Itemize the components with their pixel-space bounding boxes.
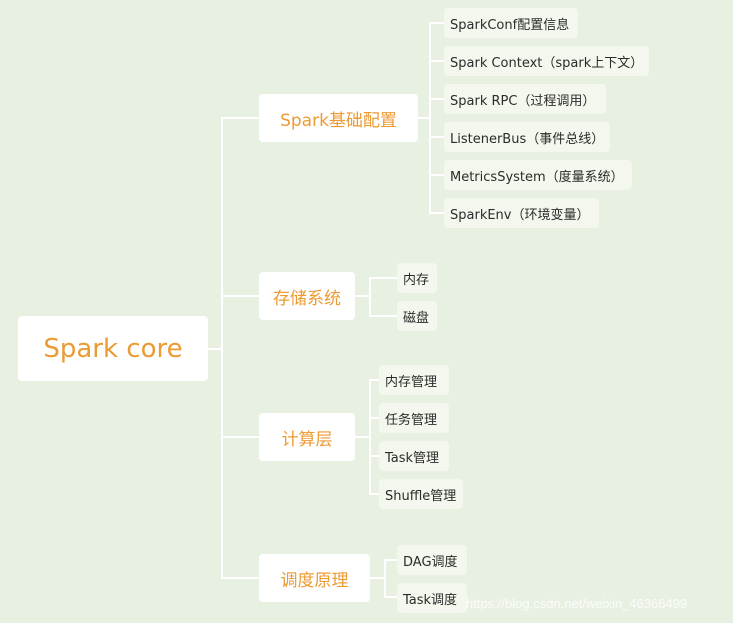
leaf-task-scheduling: Task调度: [397, 583, 467, 613]
leaf-label: Spark RPC（过程调用）: [450, 93, 596, 109]
watermark-text: https://blog.csdn.net/weixin_46366499: [466, 596, 688, 611]
branch-storage: 存储系统: [259, 272, 355, 320]
leaf-dag-scheduling: DAG调度: [397, 545, 467, 575]
leaf-label: SparkConf配置信息: [450, 17, 570, 33]
branch-label: 存储系统: [273, 288, 341, 309]
leaf-label: Spark Context（spark上下文）: [450, 55, 644, 71]
leaf-memory-management: 内存管理: [379, 365, 449, 395]
branch-label: 调度原理: [280, 570, 349, 591]
leaf-label: 内存: [403, 272, 430, 288]
leaf-label: 内存管理: [385, 374, 438, 390]
leaf-metricssystem: MetricsSystem（度量系统）: [444, 160, 632, 190]
leaf-label: Task调度: [403, 592, 458, 608]
branch-scheduling: 调度原理: [259, 554, 370, 602]
branch-label: Spark基础配置: [280, 110, 397, 131]
leaf-sparkenv: SparkEnv（环境变量）: [444, 198, 599, 228]
leaf-spark-rpc: Spark RPC（过程调用）: [444, 84, 606, 114]
branch-compute: 计算层: [259, 413, 355, 461]
leaf-task-management-cn: 任务管理: [379, 403, 449, 433]
leaf-label: DAG调度: [403, 554, 458, 570]
leaf-label: MetricsSystem（度量系统）: [450, 169, 624, 185]
branch-spark-config: Spark基础配置: [259, 94, 418, 142]
leaf-label: SparkEnv（环境变量）: [450, 207, 590, 223]
leaf-spark-context: Spark Context（spark上下文）: [444, 46, 649, 76]
leaf-task-management: Task管理: [379, 441, 449, 471]
leaf-label: 磁盘: [403, 310, 430, 326]
leaf-disk: 磁盘: [397, 301, 437, 331]
root-label: Spark core: [43, 333, 183, 364]
leaf-label: ListenerBus（事件总线）: [450, 131, 605, 147]
branch-label: 计算层: [281, 429, 333, 450]
leaf-label: 任务管理: [385, 412, 438, 428]
leaf-memory: 内存: [397, 263, 437, 293]
leaf-label: Task管理: [385, 450, 440, 466]
leaf-sparkconf: SparkConf配置信息: [444, 8, 578, 38]
leaf-label: Shuffle管理: [385, 488, 457, 504]
leaf-shuffle-management: Shuffle管理: [379, 479, 463, 509]
leaf-listenerbus: ListenerBus（事件总线）: [444, 122, 610, 152]
root-node: Spark core: [18, 316, 208, 381]
